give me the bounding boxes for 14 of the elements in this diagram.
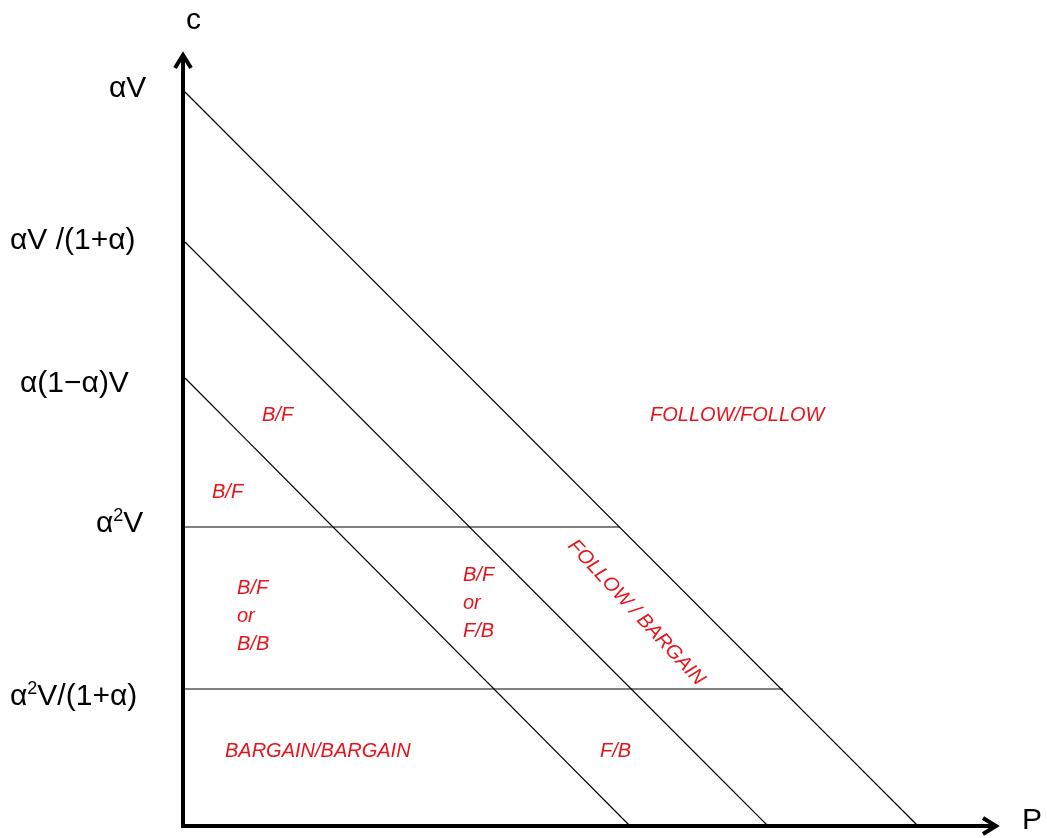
axis-label: c bbox=[186, 4, 201, 34]
tick-label: α$^{2}$V bbox=[96, 507, 144, 537]
tick-label: αV bbox=[109, 72, 147, 102]
region-label: BARGAIN/BARGAIN bbox=[225, 738, 411, 763]
region-label: B/F bbox=[262, 402, 294, 427]
tick-label: α(1−α)V bbox=[20, 367, 129, 397]
region-label: B/F or B/B bbox=[237, 575, 271, 656]
tick-label: α$^{2}$V/(1+α) bbox=[10, 680, 138, 710]
region-label: B/F or F/B bbox=[463, 562, 496, 643]
region-label: B/F bbox=[212, 479, 244, 504]
region-label: FOLLOW/FOLLOW bbox=[650, 402, 825, 427]
tick-label: αV /(1+α) bbox=[10, 224, 136, 254]
axis-label: P bbox=[1022, 804, 1042, 834]
region-label: F/B bbox=[600, 738, 632, 763]
